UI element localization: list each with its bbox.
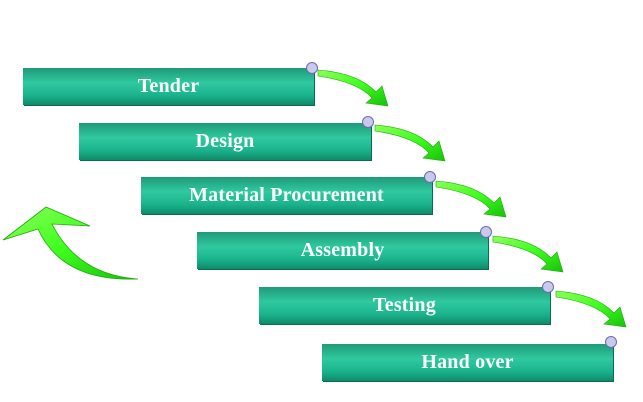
step-label: Hand over [421, 351, 514, 373]
connector-dot [306, 62, 318, 74]
curved-down-arrow-icon [374, 124, 446, 162]
step-hand-over: Hand over [322, 344, 613, 381]
step-tender: Tender [23, 68, 314, 105]
step-material-procurement: Material Procurement [141, 177, 432, 214]
step-assembly: Assembly [197, 232, 488, 269]
curved-down-arrow-icon [555, 290, 627, 328]
step-label: Assembly [300, 239, 385, 261]
curved-down-arrow-icon [435, 180, 507, 218]
connector-dot [362, 116, 374, 128]
step-testing: Testing [259, 287, 550, 324]
step-label: Material Procurement [189, 184, 384, 206]
curved-up-arrow-icon [2, 206, 139, 280]
curved-down-arrow-icon [317, 69, 389, 107]
connector-dot [424, 171, 436, 183]
step-label: Tender [137, 75, 200, 97]
step-design: Design [79, 123, 371, 160]
curved-down-arrow-icon [492, 235, 564, 273]
step-label: Testing [373, 294, 436, 316]
connector-dot [605, 336, 617, 348]
connector-dot [542, 281, 554, 293]
step-label: Design [195, 130, 255, 152]
connector-dot [480, 226, 492, 238]
